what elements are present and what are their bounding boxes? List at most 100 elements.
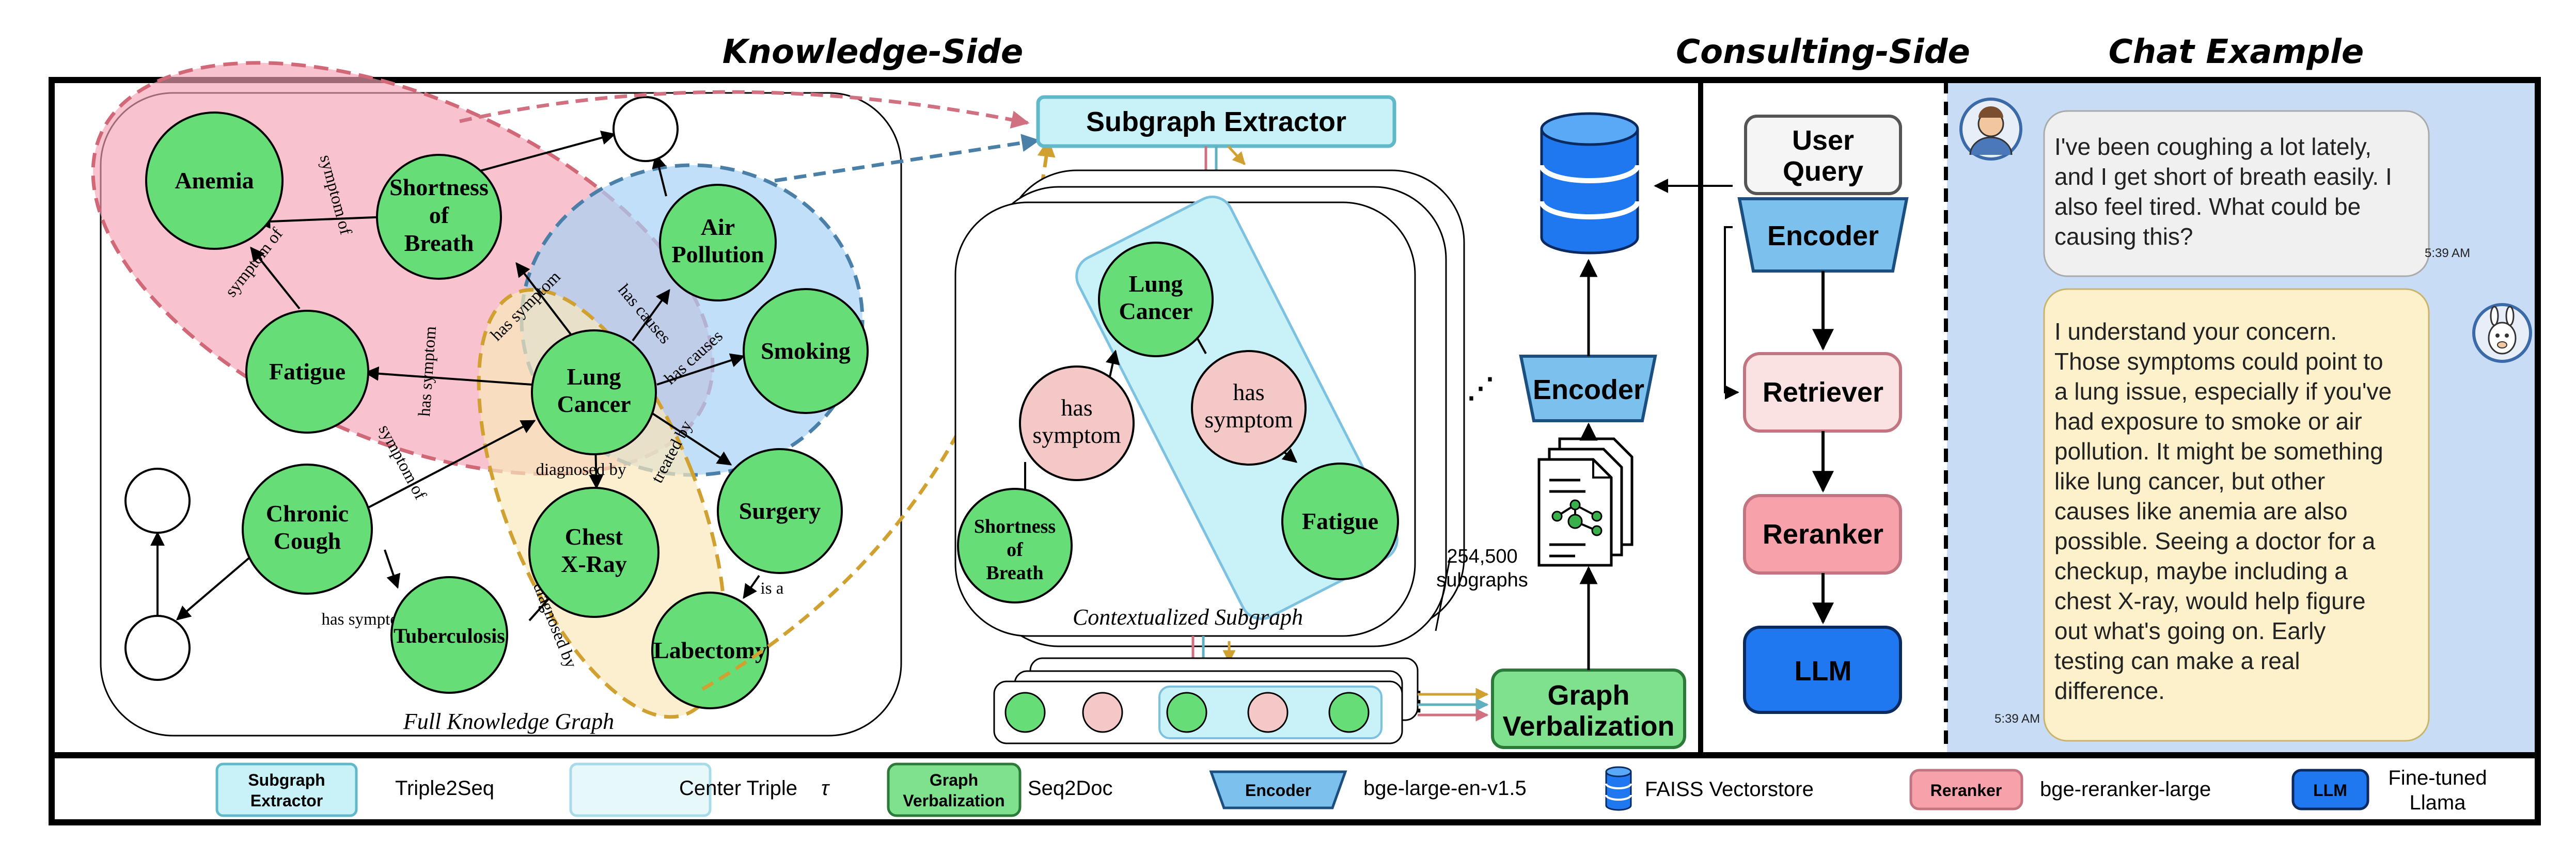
sequence-ellipsis: ⋮ <box>1406 687 1432 715</box>
sub-label-lung-1: Lung <box>1129 271 1183 297</box>
node-surgery <box>717 448 843 574</box>
legend-reranker-box <box>1909 769 2023 810</box>
legend-encoder-box: Encoder <box>1245 781 1311 800</box>
caption-full-knowledge-graph: Full Knowledge Graph <box>403 709 614 734</box>
legend-faiss-icon <box>1605 766 1632 811</box>
seq-node-1 <box>1004 692 1046 733</box>
legend-extractor-box-1: Subgraph <box>248 771 325 789</box>
retriever-label: Retriever <box>1763 377 1883 408</box>
legend-frame <box>49 752 2541 825</box>
bot-message-line-12: testing can make a real <box>2054 647 2300 674</box>
legend-center-text: Center Triple <box>679 777 797 800</box>
sub-label-has-1b: symptom <box>1032 422 1121 448</box>
legend-llm-label: LLM <box>2313 781 2347 800</box>
label-lung-1: Lung <box>567 363 621 390</box>
sub-node-has-symptom-1 <box>1019 365 1135 481</box>
user-message-line-3: also feel tired. What could be <box>2054 193 2361 220</box>
node-shortness-of-breath <box>376 154 502 280</box>
bot-message-line-6: like lung cancer, but other <box>2054 468 2325 495</box>
legend-encoder-shape <box>1209 770 1347 809</box>
arrow-extractor-yellow <box>1227 145 1246 165</box>
consulting-encoder-label: Encoder <box>1767 220 1879 251</box>
bot-message-line-1: I understand your concern. <box>2054 318 2337 345</box>
bot-message-line-11: out what's going on. Early <box>2054 617 2326 644</box>
legend-llm-box <box>2291 769 2369 810</box>
label-sob-1: Shortness <box>389 174 489 200</box>
knowledge-side-title: Knowledge-Side <box>722 33 1023 71</box>
subgraph-count-1: 254,500 <box>1447 546 1517 567</box>
legend-encoder-text: bge-large-en-v1.5 <box>1363 777 1527 800</box>
label-anemia: Anemia <box>175 167 254 194</box>
graph-verbalization-label-2: Verbalization <box>1502 711 1674 742</box>
subgraph-extractor-label: Subgraph Extractor <box>1086 106 1346 137</box>
sub-node-lung-cancer <box>1098 242 1214 357</box>
label-xray-1: Chest <box>565 523 623 550</box>
sub-node-shortness-of-breath <box>957 488 1073 603</box>
connector-yellow <box>701 138 1056 691</box>
sub-node-fatigue <box>1281 463 1399 580</box>
label-sob-2: of <box>429 202 449 228</box>
sub-label-has-2a: has <box>1233 379 1264 405</box>
user-query-box <box>1744 115 1902 195</box>
bot-message-line-7: causes like anemia are also <box>2054 498 2348 524</box>
node-labectomy <box>651 592 769 709</box>
bot-message-line-5: pollution. It might be something <box>2054 438 2383 465</box>
user-message-line-1: I've been coughing a lot lately, <box>2054 133 2371 160</box>
sub-label-sob-1: Shortness <box>974 516 1056 537</box>
user-message-bubble <box>2043 110 2430 277</box>
bot-message-line-8: possible. Seeing a doctor for a <box>2054 528 2376 554</box>
bot-message-line-9: checkup, maybe including a <box>2054 558 2348 584</box>
legend-center-symbol: τ <box>821 777 830 800</box>
graph-verbalization-label-1: Graph <box>1547 680 1629 711</box>
sub-node-has-symptom-2 <box>1191 350 1307 466</box>
node-anemia <box>145 112 284 250</box>
seq-node-3 <box>1166 692 1207 733</box>
node-fatigue <box>245 310 369 434</box>
edge-label-diagnosed-by-a: diagnosed by <box>536 460 626 479</box>
sub-label-sob-3: Breath <box>986 562 1043 584</box>
node-empty-left-top <box>124 468 191 534</box>
bot-message-line-4: had exposure to smoke or air <box>2054 408 2362 435</box>
bot-message-line-13: difference. <box>2054 677 2165 704</box>
node-chest-xray <box>528 487 659 618</box>
seq-node-5 <box>1328 692 1370 733</box>
user-message-time: 5:39 AM <box>2425 246 2470 260</box>
sub-label-has-1a: has <box>1061 394 1092 421</box>
bot-message-line-2: Those symptoms could point to <box>2054 348 2383 375</box>
legend-extractor-text: Triple2Seq <box>395 777 494 800</box>
node-chronic-cough <box>242 464 373 595</box>
bot-avatar <box>2472 303 2532 363</box>
legend-center-box <box>569 762 712 817</box>
legend-verb-box-2: Verbalization <box>903 791 1004 810</box>
connector-red <box>459 90 1030 129</box>
seq-node-2 <box>1082 692 1123 733</box>
connector-blue <box>774 134 1040 183</box>
label-surgery: Surgery <box>739 498 821 524</box>
edge-label-is-a: is a <box>761 579 784 598</box>
user-avatar <box>1959 98 2022 161</box>
kg-encoder-shape <box>1519 355 1657 422</box>
sub-label-lung-2: Cancer <box>1119 298 1192 324</box>
node-tuberculosis <box>390 576 508 694</box>
user-message-line-2: and I get short of breath easily. I <box>2054 163 2392 190</box>
sub-label-sob-2: of <box>1007 539 1024 561</box>
legend-verb-box-1: Graph <box>930 771 978 789</box>
legend-llm-text-1: Fine-tuned <box>2388 767 2487 789</box>
kg-encoder-label: Encoder <box>1533 374 1644 405</box>
legend-reranker-text: bge-reranker-large <box>2040 778 2211 801</box>
label-xray-2: X-Ray <box>561 551 627 577</box>
label-cough-2: Cough <box>274 528 341 554</box>
seq-node-4 <box>1247 692 1289 733</box>
sub-label-fatigue: Fatigue <box>1302 508 1378 534</box>
llm-label: LLM <box>1795 656 1852 687</box>
reranker-label: Reranker <box>1763 519 1883 550</box>
label-tuberculosis: Tuberculosis <box>394 624 505 647</box>
database-icon <box>1539 112 1640 255</box>
node-smoking <box>743 288 869 414</box>
subgraph-count-2: subgraphs <box>1436 569 1528 591</box>
node-empty-top <box>612 96 679 162</box>
arrow-db-to-retriever <box>1724 226 1739 400</box>
count-leader-line <box>1435 557 1451 631</box>
sub-label-has-2b: symptom <box>1204 406 1293 433</box>
